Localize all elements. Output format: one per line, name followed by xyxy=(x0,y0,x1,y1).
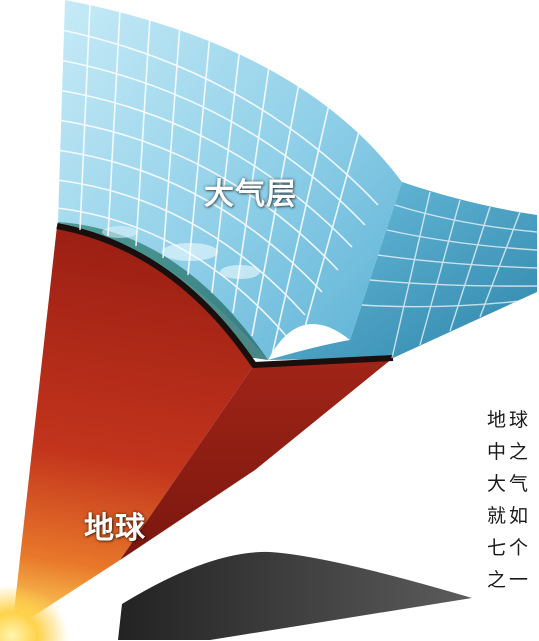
side-text-line: 之一 xyxy=(487,569,532,591)
crust-boundary-line xyxy=(56,223,394,368)
cloud-patch xyxy=(102,226,138,238)
atmosphere-grid-front xyxy=(56,4,379,356)
atmosphere-grid-side xyxy=(361,191,537,359)
wedge-ground-shadow xyxy=(118,551,472,640)
cloud-patch xyxy=(220,265,260,279)
side-text-line: 就如 xyxy=(487,505,532,527)
earth-label: 地球 xyxy=(84,511,146,546)
atmosphere-side-face xyxy=(268,182,537,360)
side-paragraph: 地球 中之 大气 就如 七个 之一 xyxy=(487,404,539,596)
side-text-line: 七个 xyxy=(487,537,532,559)
side-text-line: 中之 xyxy=(487,441,532,463)
core-glow xyxy=(0,460,200,641)
side-text-line: 大气 xyxy=(487,473,532,495)
atmosphere-front-face xyxy=(58,0,402,360)
side-text-line: 地球 xyxy=(487,409,532,431)
atmosphere-label: 大气层 xyxy=(204,177,297,212)
